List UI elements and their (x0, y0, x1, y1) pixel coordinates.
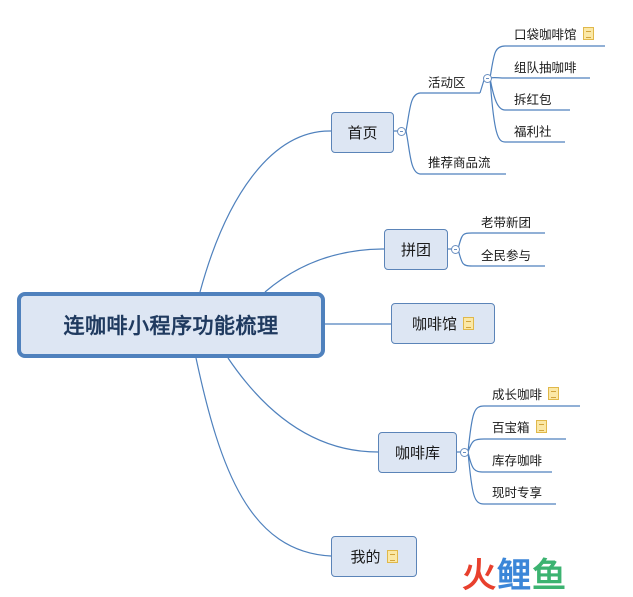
root-topic-label: 连咖啡小程序功能梳理 (63, 314, 279, 338)
connector-root-group (264, 248, 385, 293)
topic-recommend-label: 推荐商品流 (428, 155, 491, 170)
topic-all-join[interactable]: 全民参与 (481, 245, 531, 264)
topic-all-join-label: 全民参与 (481, 248, 532, 263)
topic-limited-offer-label: 现时专享 (492, 485, 543, 500)
topic-red-packet-label: 拆红包 (514, 92, 552, 107)
collapse-group-icon[interactable] (451, 245, 460, 254)
connector-home-activity (405, 92, 480, 132)
note-icon[interactable] (535, 420, 547, 433)
topic-stock-coffee[interactable]: 库存咖啡 (492, 450, 542, 469)
collapse-activity-icon[interactable] (483, 74, 492, 83)
logo-char-1: 火 (462, 556, 497, 596)
connector-activity-items (489, 45, 605, 143)
topic-recommend[interactable]: 推荐商品流 (428, 152, 491, 171)
topic-home-label: 首页 (347, 124, 378, 142)
topic-pocket-cafe[interactable]: 口袋咖啡馆 (514, 24, 594, 43)
topic-mine[interactable]: 我的 (331, 536, 417, 577)
topic-mine-label: 我的 (350, 548, 381, 566)
note-icon[interactable] (386, 550, 398, 563)
topic-old-new-group-label: 老带新团 (481, 215, 532, 230)
topic-limited-offer[interactable]: 现时专享 (492, 482, 542, 501)
connector-root-mine (195, 357, 332, 557)
topic-pocket-cafe-label: 口袋咖啡馆 (514, 27, 577, 42)
topic-growth-coffee[interactable]: 成长咖啡 (492, 384, 560, 403)
note-icon[interactable] (463, 317, 474, 330)
topic-warehouse-label: 咖啡库 (394, 444, 440, 462)
topic-stock-coffee-label: 库存咖啡 (492, 453, 543, 468)
topic-warehouse[interactable]: 咖啡库 (378, 432, 457, 473)
collapse-home-icon[interactable] (397, 127, 406, 136)
topic-cafe[interactable]: 咖啡馆 (391, 303, 495, 344)
logo-char-3: 鱼 (532, 556, 567, 596)
topic-home[interactable]: 首页 (331, 112, 394, 153)
topic-team-draw[interactable]: 组队抽咖啡 (514, 57, 577, 76)
topic-old-new-group[interactable]: 老带新团 (481, 212, 531, 231)
root-topic[interactable]: 连咖啡小程序功能梳理 (17, 292, 325, 358)
collapse-warehouse-icon[interactable] (460, 448, 469, 457)
logo-char-2: 鲤 (497, 556, 532, 596)
connector-root-home (199, 130, 332, 293)
topic-cafe-label: 咖啡馆 (411, 315, 457, 333)
connector-home-recommend (405, 130, 506, 175)
topic-red-packet[interactable]: 拆红包 (514, 89, 552, 108)
topic-treasure-box[interactable]: 百宝箱 (492, 417, 547, 436)
topic-activity[interactable]: 活动区 (428, 72, 466, 91)
topic-activity-label: 活动区 (428, 75, 466, 90)
connector-group-items (457, 232, 545, 267)
note-icon[interactable] (548, 387, 560, 400)
topic-welfare[interactable]: 福利社 (514, 121, 552, 140)
topic-group[interactable]: 拼团 (384, 229, 448, 270)
topic-treasure-box-label: 百宝箱 (492, 420, 530, 435)
connector-warehouse-items (467, 405, 580, 505)
topic-growth-coffee-label: 成长咖啡 (492, 387, 543, 402)
topic-team-draw-label: 组队抽咖啡 (514, 60, 577, 75)
watermark-logo: 火鲤鱼 (462, 548, 567, 597)
topic-group-label: 拼团 (400, 241, 431, 259)
topic-welfare-label: 福利社 (514, 124, 552, 139)
note-icon[interactable] (582, 27, 594, 40)
connector-root-warehouse (227, 357, 379, 453)
